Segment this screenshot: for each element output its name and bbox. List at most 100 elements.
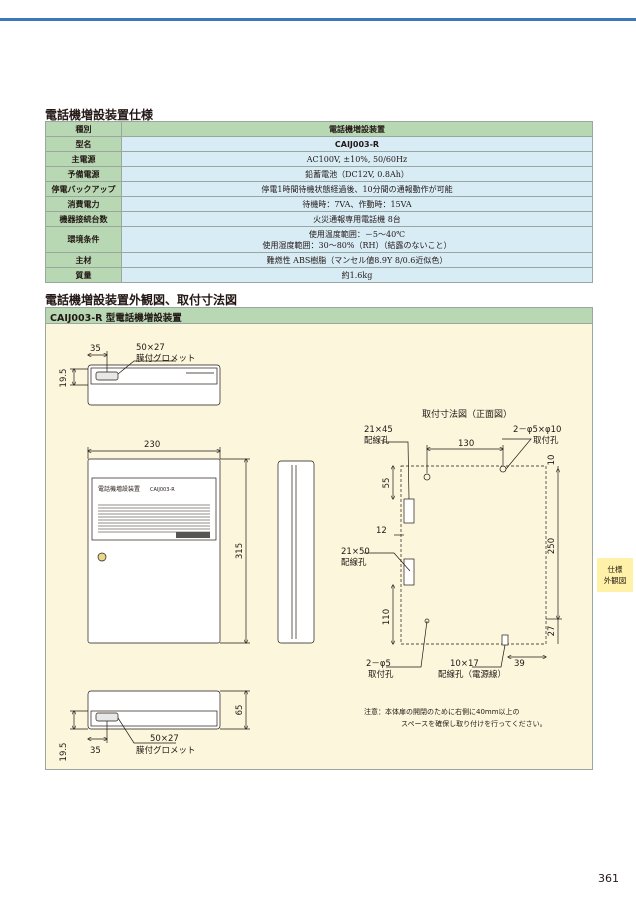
top-view-panel: [90, 367, 218, 385]
table-row: 種別 電話機増設装置: [45, 121, 593, 137]
row-label: 種別: [45, 121, 122, 137]
label-2phi5x10: 2－φ5×φ10: [513, 425, 561, 435]
leader-grommet-bottom: [117, 717, 176, 744]
row-value: 難燃性 ABS樹脂（マンセル値8.9Y 8/0.6近似色）: [121, 252, 593, 268]
diagram-section-title: 電話機増設装置外観図、取付寸法図: [45, 293, 238, 307]
bottom-view: [70, 690, 250, 744]
grommet-top: [95, 371, 119, 381]
label-39: 39: [514, 659, 525, 669]
row-value: 鉛蓄電池（DC12V, 0.8Ah）: [121, 166, 593, 182]
side-tab: 仕様 外観図: [597, 558, 633, 592]
mount-outline: [400, 465, 547, 645]
label-mount-hole-2: 取付孔: [368, 669, 394, 680]
wiring-hole-1: [403, 498, 415, 524]
row-label: 質量: [45, 267, 122, 283]
front-vent-lines: [98, 504, 210, 533]
label-315: 315: [235, 543, 245, 559]
table-row: 停電バックアップ 停電1時間待機状態経過後、10分間の通報動作が可能: [45, 181, 593, 197]
label-230: 230: [144, 440, 160, 450]
mount-diagram: [364, 438, 562, 668]
wiring-hole-2: [403, 558, 415, 586]
row-label: 型名: [45, 136, 122, 152]
note-line-2: スペースを確保し取り付けを行ってください。: [401, 719, 547, 728]
label-wiring-hole-1: 配線孔: [364, 435, 390, 446]
label-wiring-hole-2: 配線孔: [341, 557, 367, 568]
label-mount-hole-1: 取付孔: [533, 435, 559, 446]
side-tab-line: 外観図: [603, 576, 627, 585]
label-250: 250: [547, 538, 557, 554]
front-view: [88, 447, 250, 643]
row-value-line: 使用湿度範囲：30～80%（RH）（結露のないこと）: [262, 240, 452, 250]
label-grommet-top: 膜付グロメット: [136, 353, 196, 364]
front-label: 電話機増設装置: [98, 485, 140, 493]
table-row: 予備電源 鉛蓄電池（DC12V, 0.8Ah）: [45, 166, 593, 182]
label-27: 27: [547, 626, 557, 637]
row-label: 機器接続台数: [45, 211, 122, 227]
label-grommet-bottom: 膜付グロメット: [136, 745, 196, 756]
row-value: AC100V, ±10%, 50/60Hz: [121, 151, 593, 167]
row-label: 環境条件: [45, 226, 122, 253]
label-12: 12: [376, 526, 387, 536]
label-10x17: 10×17: [450, 659, 479, 669]
row-label: 消費電力: [45, 196, 122, 212]
leader-mount-1: [502, 438, 532, 470]
label-power-hole: 配線孔（電源線）: [438, 669, 506, 680]
label-19-5-top: 19.5: [59, 369, 69, 388]
table-row: 質量 約1.6kg: [45, 267, 593, 283]
leader-wiring-2: [364, 552, 411, 572]
power-hole: [501, 634, 509, 646]
mount-title: 取付寸法図（正面図）: [422, 408, 512, 420]
label-35-top: 35: [90, 344, 101, 354]
label-19-5-bottom: 19.5: [59, 743, 69, 762]
table-row: 主材 難燃性 ABS樹脂（マンセル値8.9Y 8/0.6近似色）: [45, 252, 593, 268]
label-130: 130: [458, 439, 474, 449]
row-value: 停電1時間待機状態経過後、10分間の通報動作が可能: [121, 181, 593, 197]
leader-grommet-top: [117, 360, 176, 375]
label-21x45: 21×45: [364, 425, 393, 435]
label-110: 110: [382, 609, 392, 625]
note-line-1: 注意：本体扉の開閉のために右側に40mm以上の: [364, 707, 520, 716]
label-10: 10: [547, 455, 557, 466]
row-label: 停電バックアップ: [45, 181, 122, 197]
spec-section-title: 電話機増設装置仕様: [45, 108, 154, 122]
lock-icon: [97, 552, 107, 562]
table-row: 主電源 AC100V, ±10%, 50/60Hz: [45, 151, 593, 167]
row-value-line: 使用温度範囲：－5～40℃: [308, 229, 406, 239]
row-value: CAIJ003-R: [121, 136, 593, 152]
top-view: [70, 351, 221, 406]
front-model: CAIJ003-R: [150, 487, 175, 493]
row-value: 待機時：7VA、作動時：15VA: [121, 196, 593, 212]
diagram-header: CAIJ003-R 型電話機増設装置: [46, 308, 592, 324]
mount-hole-top-left: [423, 473, 431, 481]
leader-power: [472, 644, 506, 668]
row-value: 火災通報専用電話機 8台: [121, 211, 593, 227]
table-row: 消費電力 待機時：7VA、作動時：15VA: [45, 196, 593, 212]
label-35-bottom: 35: [90, 746, 101, 756]
row-value: 電話機増設装置: [121, 121, 593, 137]
row-label: 予備電源: [45, 166, 122, 182]
label-50x27-bottom: 50×27: [150, 734, 179, 744]
dimension-drawing: 19.5 35 50×27 膜付グロメット 230 315 電話機増設装置 CA…: [59, 343, 562, 762]
row-value: 使用温度範囲：－5～40℃ 使用湿度範囲：30～80%（RH）（結露のないこと）: [121, 226, 593, 253]
spec-table: 種別 電話機増設装置 型名 CAIJ003-R 主電源 AC100V, ±10%…: [45, 121, 593, 283]
table-row: 機器接続台数 火災通報専用電話機 8台: [45, 211, 593, 227]
label-2phi5: 2－φ5: [366, 659, 391, 669]
side-view: [277, 460, 315, 644]
table-row: 型名 CAIJ003-R: [45, 136, 593, 152]
brand-logo: [176, 532, 210, 538]
top-view-outline: [87, 364, 221, 406]
label-21x50: 21×50: [341, 547, 370, 557]
diagram-box: CAIJ003-R 型電話機増設装置: [45, 307, 593, 770]
row-label: 主材: [45, 252, 122, 268]
label-65: 65: [235, 705, 245, 716]
row-label: 主電源: [45, 151, 122, 167]
side-tab-line: 仕様: [607, 565, 623, 574]
label-50x27-top: 50×27: [136, 343, 165, 353]
grommet-bottom: [95, 712, 119, 722]
label-55: 55: [382, 478, 392, 489]
front-panel: [91, 477, 217, 541]
top-rule: [0, 18, 636, 21]
mount-hole-top-right: [499, 465, 507, 473]
bottom-view-outline: [87, 690, 221, 730]
leader-wiring-1: [382, 441, 410, 500]
